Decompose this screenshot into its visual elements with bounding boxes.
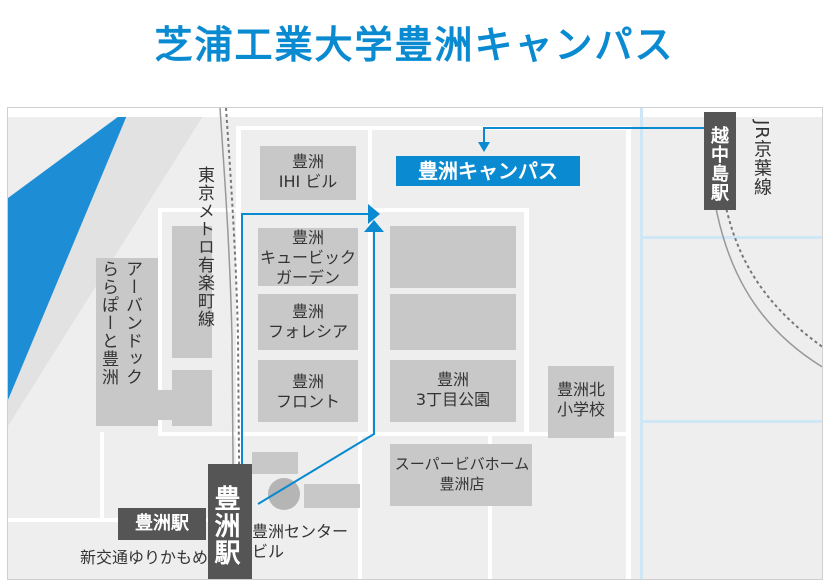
building-foresia: 豊洲 フォレシア bbox=[267, 302, 348, 341]
route-from-jr bbox=[483, 127, 712, 146]
toyosu-yurikamome-station: 豊洲駅 bbox=[118, 508, 206, 540]
arrow-up bbox=[364, 220, 384, 232]
jr-keiyo-line-label: JR京葉線 bbox=[751, 120, 772, 197]
etchujima-station: 越中島駅 bbox=[704, 112, 736, 210]
route-arrows bbox=[364, 142, 490, 232]
campus-label: 豊洲キャンパス bbox=[396, 156, 580, 186]
arrow-down bbox=[478, 142, 490, 152]
campus-map: 豊洲 IHI ビル 豊洲 キュービック ガーデン 豊洲 フォレシア 豊洲 フロン… bbox=[7, 107, 823, 580]
yurikamome-label: 新交通ゆりかもめ bbox=[79, 548, 208, 567]
metro-track-2 bbox=[219, 108, 235, 579]
map-graphics bbox=[8, 108, 822, 579]
page-title: 芝浦工業大学豊洲キャンパス bbox=[154, 23, 675, 67]
route-diagonal bbox=[257, 226, 375, 505]
route-lines bbox=[241, 127, 712, 505]
urban-dock-label: アーバンドック bbox=[122, 260, 142, 386]
streets-right bbox=[640, 108, 822, 579]
buildings bbox=[96, 146, 614, 508]
building-ihi: 豊洲 IHI ビル bbox=[278, 152, 338, 191]
building-cubic-garden: 豊洲 キュービック ガーデン bbox=[259, 228, 356, 287]
school-label: 豊洲北 小学校 bbox=[556, 380, 605, 419]
metro-line-label: 東京メトロ有楽町線 bbox=[194, 166, 214, 328]
arrow-right bbox=[368, 204, 380, 224]
supermarket-label: スーパービバホーム 豊洲店 bbox=[394, 455, 530, 493]
park-label: 豊洲 3丁目公園 bbox=[415, 370, 491, 409]
metro-track bbox=[225, 108, 241, 579]
route-north bbox=[241, 213, 370, 478]
building-front: 豊洲 フロント bbox=[275, 372, 340, 411]
toyosu-metro-station: 豊洲駅 bbox=[208, 464, 252, 579]
center-building-label: 豊洲センター ビル bbox=[252, 522, 349, 561]
lalaport-label: ららぽーと豊洲 bbox=[98, 260, 118, 386]
building-round bbox=[268, 478, 300, 510]
